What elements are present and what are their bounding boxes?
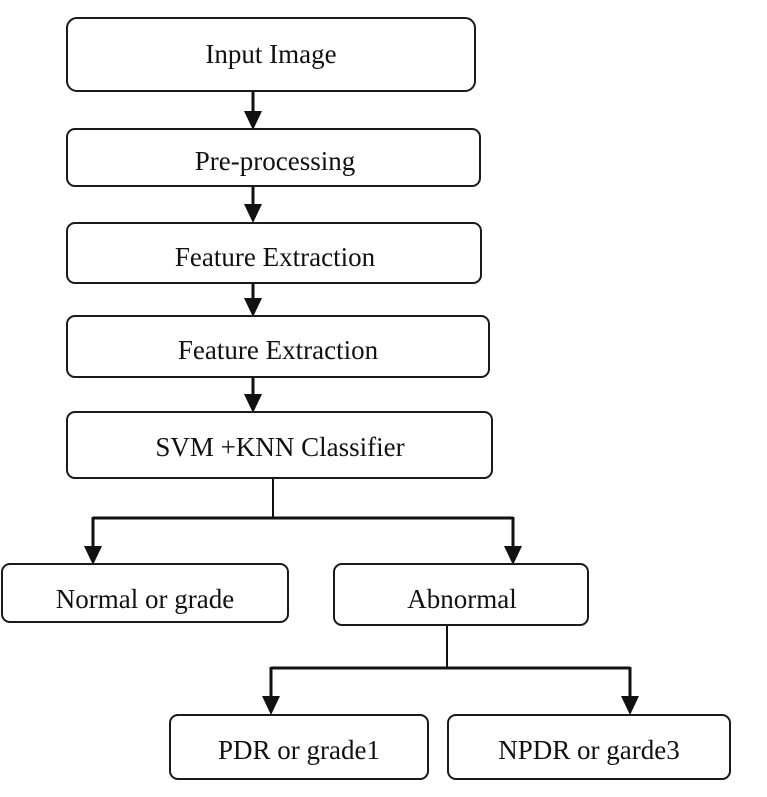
edge-feature1-to-feature2: [244, 283, 262, 317]
node-pre-processing: Pre-processing: [66, 128, 481, 187]
node-svm-knn-classifier: SVM +KNN Classifier: [66, 411, 493, 479]
edge-classifier-to-abnormal: [504, 517, 522, 565]
node-feature-extraction-2-label: Feature Extraction: [178, 335, 379, 365]
edge-input-to-preprocess: [244, 91, 262, 130]
node-pdr-or-grade1: PDR or grade1: [169, 714, 429, 780]
edge-abnormal-to-npdr: [621, 667, 639, 715]
node-normal-or-grade: Normal or grade: [1, 563, 289, 623]
edge-classifier-to-normal: [84, 517, 102, 565]
edge-preprocess-to-feature1: [244, 186, 262, 223]
node-npdr-or-garde3: NPDR or garde3: [447, 714, 731, 780]
node-normal-or-grade-label: Normal or grade: [56, 584, 234, 614]
node-abnormal: Abnormal: [333, 563, 589, 626]
edge-feature2-to-classifier: [244, 377, 262, 413]
edge-classifier-split: [93, 478, 513, 520]
connectors: [84, 91, 639, 715]
node-feature-extraction-1-label: Feature Extraction: [175, 242, 376, 272]
node-pre-processing-label: Pre-processing: [195, 146, 355, 176]
edge-abnormal-split: [271, 625, 630, 670]
node-input-image: Input Image: [66, 17, 476, 92]
node-svm-knn-classifier-label: SVM +KNN Classifier: [155, 432, 404, 462]
node-npdr-or-garde3-label: NPDR or garde3: [498, 735, 679, 765]
node-feature-extraction-2: Feature Extraction: [66, 315, 490, 378]
node-input-image-label: Input Image: [205, 39, 336, 69]
edge-abnormal-to-pdr: [262, 667, 280, 715]
node-pdr-or-grade1-label: PDR or grade1: [218, 735, 380, 765]
node-feature-extraction-1: Feature Extraction: [66, 222, 482, 284]
node-abnormal-label: Abnormal: [407, 584, 516, 614]
